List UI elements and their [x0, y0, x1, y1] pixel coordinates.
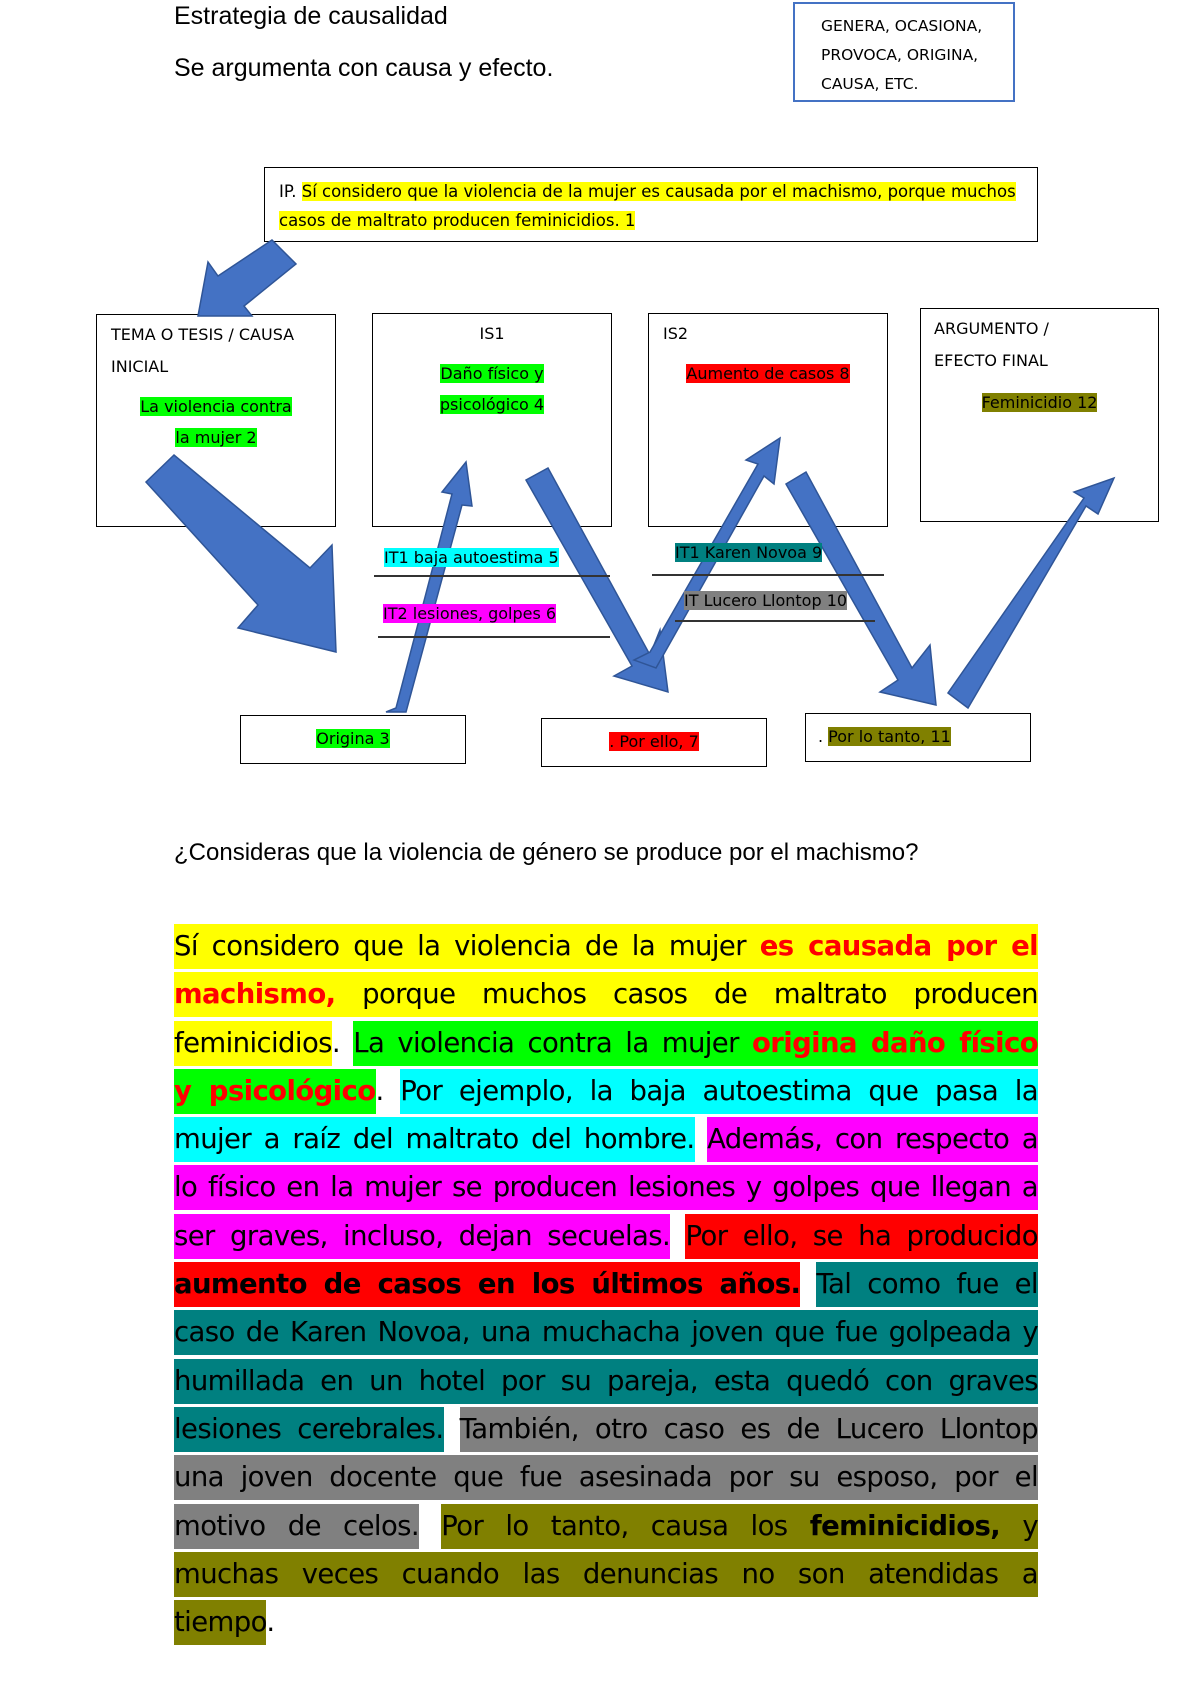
arrow-icon — [197, 239, 298, 317]
answer-segment — [670, 1214, 685, 1259]
divider-line — [652, 574, 884, 576]
divider-line — [378, 636, 610, 638]
note-text: IT1 Karen Novoa 9 — [675, 543, 823, 562]
effect-item-wrap: Feminicidio 12 — [921, 387, 1158, 418]
connector-box-1: Origina 3 — [240, 715, 466, 764]
is2-item-wrap: Aumento de casos 8 — [649, 358, 887, 389]
note-it-lucero: IT Lucero Llontop 10 — [684, 591, 848, 610]
connector-prefix: . — [818, 727, 829, 746]
is2-heading: IS2 — [663, 324, 689, 343]
answer-paragraph: Sí considero que la violencia de la muje… — [174, 922, 1039, 1646]
page-title: Estrategia de causalidad — [174, 2, 448, 30]
thesis-box: TEMA O TESIS / CAUSA INICIAL La violenci… — [96, 314, 336, 527]
answer-segment: La violencia contra la mujer — [353, 1020, 752, 1066]
note-text: IT Lucero Llontop 10 — [684, 591, 848, 610]
divider-line — [675, 620, 875, 622]
effect-box: ARGUMENTO / EFECTO FINAL Feminicidio 12 — [920, 308, 1159, 522]
answer-segment: . — [266, 1606, 275, 1639]
is2-box: IS2 Aumento de casos 8 — [648, 313, 888, 527]
causal-verbs-box: GENERA, OCASIONA, PROVOCA, ORIGINA, CAUS… — [793, 2, 1015, 102]
thesis-heading: TEMA O TESIS / CAUSA INICIAL — [111, 325, 295, 376]
thesis-item: La violencia contra la mujer 2 — [140, 397, 292, 447]
connector-text: Por lo tanto, 11 — [828, 727, 951, 746]
answer-segment: feminicidios, — [809, 1503, 1001, 1549]
is1-box: IS1 Daño físico y psicológico 4 — [372, 313, 612, 527]
ip-text: Sí considero que la violencia de la muje… — [279, 182, 1016, 230]
is1-item: Daño físico y psicológico 4 — [439, 364, 545, 414]
note-text: IT2 lesiones, golpes 6 — [383, 604, 557, 623]
answer-segment — [800, 1262, 816, 1307]
answer-segment: Por lo tanto, causa los — [441, 1503, 810, 1549]
thesis-item-wrap: La violencia contra la mujer 2 — [97, 391, 335, 453]
verbs-line: CAUSA, ETC. — [821, 75, 919, 93]
is1-item-wrap: Daño físico y psicológico 4 — [373, 358, 611, 420]
answer-segment — [419, 1504, 441, 1549]
answer-segment: . — [375, 1074, 401, 1107]
note-it1-autoestima: IT1 baja autoestima 5 — [384, 548, 559, 567]
note-text: IT1 baja autoestima 5 — [384, 548, 559, 567]
effect-heading: ARGUMENTO / EFECTO FINAL — [934, 319, 1049, 370]
note-it2-lesiones: IT2 lesiones, golpes 6 — [383, 604, 557, 623]
connector-box-2: . Por ello, 7 — [541, 718, 767, 767]
answer-segment: aumento de casos en los últimos años. — [174, 1262, 801, 1308]
divider-line — [374, 575, 610, 577]
verbs-line: PROVOCA, ORIGINA, — [821, 46, 979, 64]
answer-segment: Por ello, se ha producido — [685, 1213, 1039, 1259]
ip-prefix: IP. — [279, 182, 297, 201]
connector-box-3: . Por lo tanto, 11 — [805, 713, 1031, 762]
verbs-line: GENERA, OCASIONA, — [821, 17, 983, 35]
is1-heading: IS1 — [479, 324, 505, 343]
effect-item: Feminicidio 12 — [981, 393, 1098, 412]
answer-segment: Sí considero que la violencia de la muje… — [174, 924, 760, 969]
page-subtitle: Se argumenta con causa y efecto. — [174, 54, 554, 82]
answer-segment — [444, 1407, 460, 1452]
answer-segment — [695, 1117, 708, 1162]
connector-text: . Por ello, 7 — [609, 732, 699, 751]
note-it1-karen: IT1 Karen Novoa 9 — [675, 543, 823, 562]
question-text: ¿Consideras que la violencia de género s… — [174, 839, 919, 866]
is2-item: Aumento de casos 8 — [686, 364, 850, 383]
ip-box: IP. Sí considero que la violencia de la … — [264, 167, 1038, 242]
connector-text: Origina 3 — [316, 729, 390, 748]
answer-segment: . — [331, 1026, 354, 1059]
